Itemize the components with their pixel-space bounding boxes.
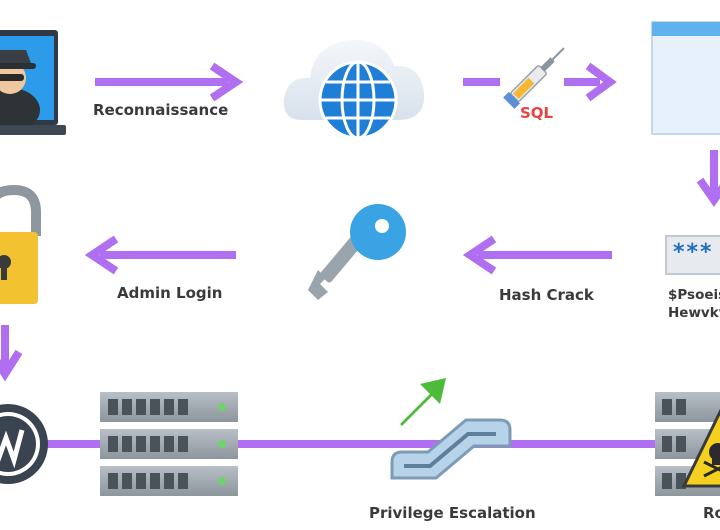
arrow-admin-login [84, 235, 236, 275]
up-arrow-icon [400, 378, 446, 426]
wordpress-logo-icon [0, 404, 48, 484]
server-rack-icon [100, 392, 238, 496]
label-sql: SQL [520, 104, 554, 122]
label-hash-line2: Hewvkv [668, 305, 720, 321]
warning-skull-icon [681, 408, 720, 488]
arrow-sql-injection [463, 62, 617, 102]
hacker-laptop-icon [0, 30, 66, 135]
arrow-down-left [0, 325, 23, 382]
arrow-down-right [696, 150, 720, 207]
password-mask: *** [673, 240, 714, 265]
key-icon [308, 204, 406, 300]
arrow-hash-crack [462, 235, 612, 275]
label-root: Ro [703, 504, 720, 522]
padlock-icon [0, 184, 41, 304]
label-hash-line1: $Psoeis [668, 287, 720, 303]
password-field-icon [665, 235, 720, 275]
cloud-globe-icon [283, 39, 425, 140]
label-reconnaissance: Reconnaissance [93, 101, 229, 119]
label-hash-crack: Hash Crack [499, 286, 594, 304]
arrow-recon [95, 62, 244, 102]
label-privilege-escalation: Privilege Escalation [369, 504, 536, 522]
label-admin-login: Admin Login [117, 284, 223, 302]
syringe-icon [503, 47, 565, 109]
escalator-icon [390, 418, 512, 480]
browser-window-icon [651, 21, 720, 135]
